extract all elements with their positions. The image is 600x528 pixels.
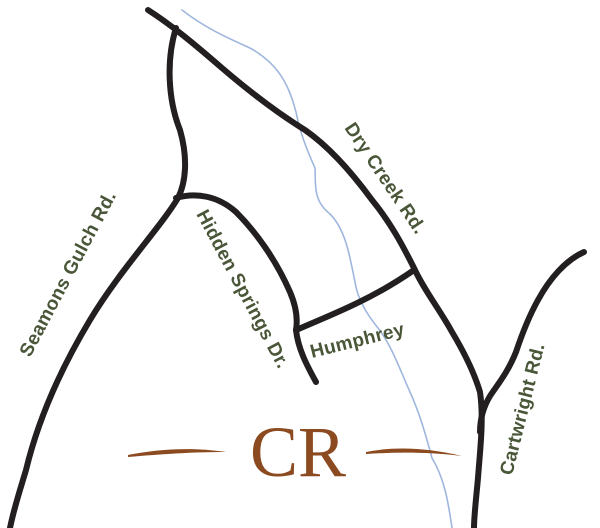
logo-flourish-left: [128, 449, 226, 457]
road-dry-creek: [145, 7, 485, 528]
road-cartwright: [477, 249, 587, 435]
label-seamons-gulch: Seamons Gulch Rd.: [16, 188, 121, 361]
label-hidden-springs: Hidden Springs Dr.: [192, 206, 293, 372]
label-cartwright: Cartwright Rd.: [496, 341, 549, 477]
road-humphrey: [293, 267, 417, 333]
logo-flourish-right: [366, 448, 462, 456]
creek-line: [181, 9, 453, 528]
logo-text: CR: [250, 412, 346, 492]
cr-logo: CR: [128, 412, 462, 492]
road-hidden-springs: [173, 192, 319, 385]
label-humphrey: Humphrey: [308, 319, 407, 363]
road-seamons-gulch: [7, 25, 189, 528]
